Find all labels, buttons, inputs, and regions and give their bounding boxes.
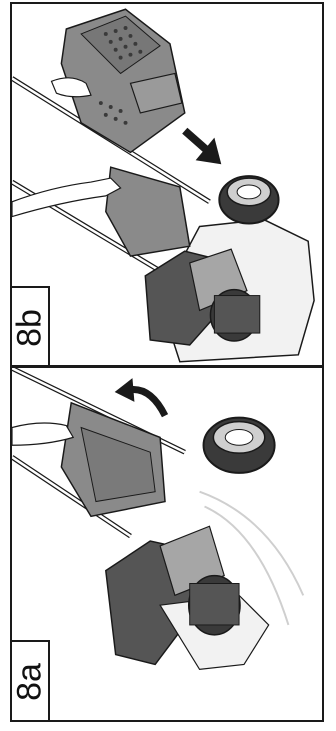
step-label: 8b [10,309,49,347]
arrow-curved-up-icon [114,378,169,418]
step-label: 8a [10,663,49,701]
panel-8a: 8a [10,366,324,722]
wheel-icon [209,288,261,342]
arrow-down-icon [182,127,222,165]
step-label-box: 8a [10,640,50,720]
panel-8b: 8b [10,2,324,367]
wheel-icon [202,416,276,474]
step-label-box: 8b [10,286,50,365]
wheel-icon [187,574,241,636]
grass-box-icon [60,8,186,154]
lift-flap-illustration [12,368,305,671]
wheel-icon [218,175,280,225]
grass-box-removal-illustration [12,8,315,363]
